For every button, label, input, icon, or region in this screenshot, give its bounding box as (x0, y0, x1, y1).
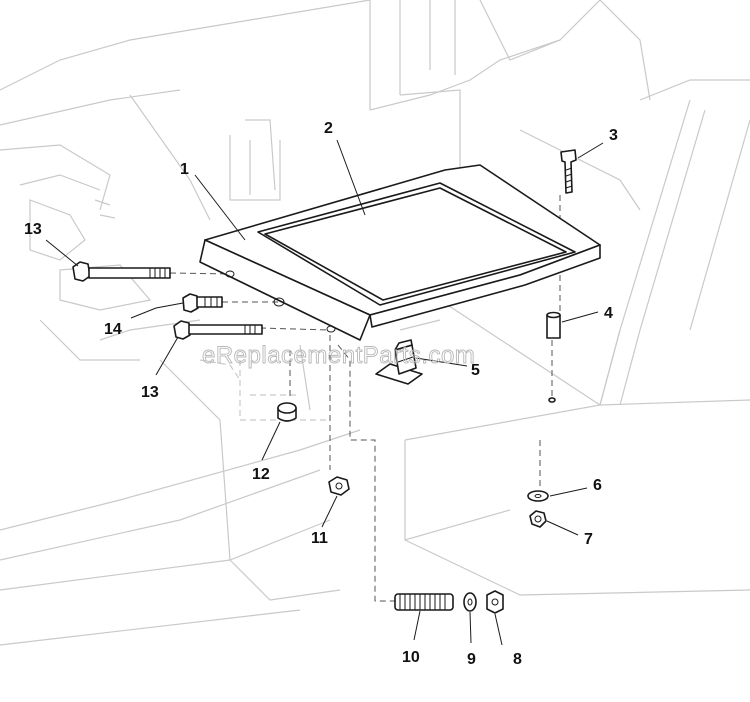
part-2-seat-pad (257, 182, 576, 306)
callout-13-upper: 13 (24, 221, 42, 238)
part-10-spring (394, 593, 454, 611)
callout-14: 14 (104, 321, 122, 338)
watermark: eReplacementParts.com (202, 342, 475, 369)
callouts: 1 2 3 4 5 6 7 8 9 10 11 12 13 14 13 (24, 120, 618, 668)
callout-1: 1 (180, 161, 189, 178)
callout-5: 5 (471, 362, 480, 379)
callout-11: 11 (311, 530, 328, 547)
part-11-nut (328, 476, 350, 496)
callout-6: 6 (593, 477, 602, 494)
callout-13-lower: 13 (141, 384, 159, 401)
part-3-bolt (560, 149, 577, 194)
part-12-bushing (277, 402, 297, 422)
callout-4: 4 (604, 305, 613, 322)
callout-7: 7 (584, 531, 593, 548)
part-13-bolt-lower (173, 320, 263, 340)
callout-10: 10 (402, 649, 420, 666)
callout-2: 2 (324, 120, 333, 137)
part-14-bolt (182, 293, 223, 313)
callout-3: 3 (609, 127, 618, 144)
part-6-washer (527, 490, 549, 502)
part-8-nut (486, 590, 504, 614)
part-13-bolt-upper (72, 261, 171, 282)
part-5-switch (375, 339, 423, 385)
part-7-nut (529, 510, 547, 528)
leader-lines (45, 139, 604, 646)
part-9-washer (463, 592, 477, 612)
background-frame (0, 0, 750, 646)
callout-9: 9 (467, 651, 476, 668)
callout-8: 8 (513, 651, 522, 668)
part-4-spacer (546, 311, 561, 403)
callout-12: 12 (252, 466, 270, 483)
